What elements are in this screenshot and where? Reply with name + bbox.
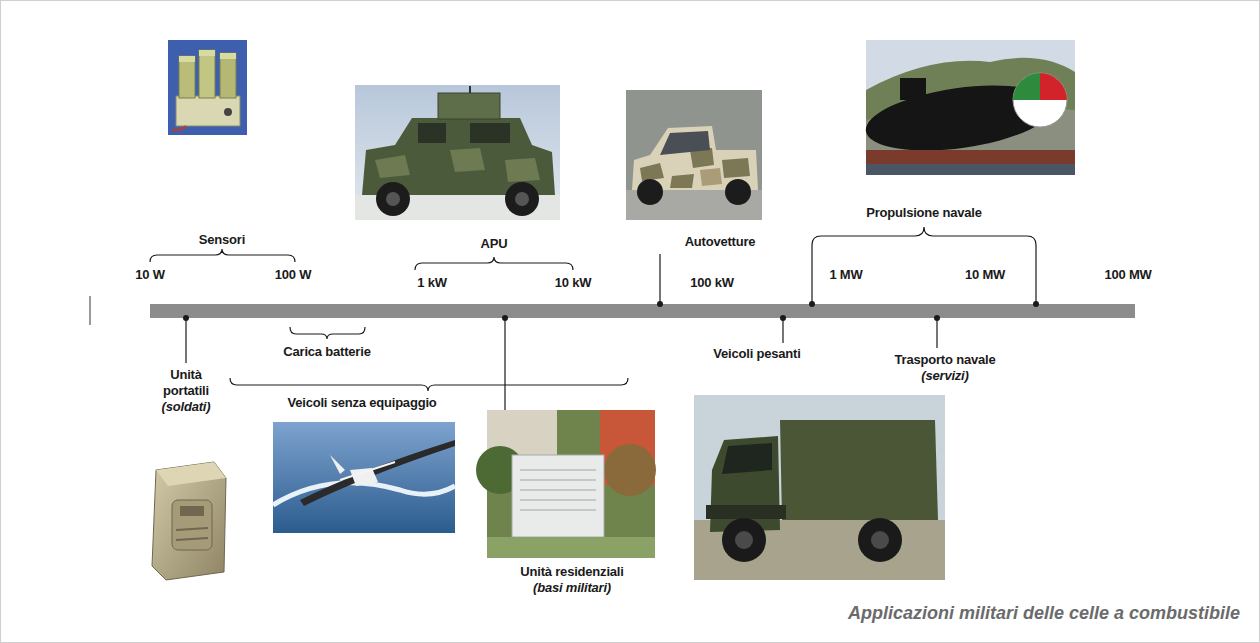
caption: Applicazioni militari delle celle a comb… xyxy=(848,603,1240,624)
application-label: Trasporto navale xyxy=(895,352,996,368)
application-note: (soldati) xyxy=(162,399,211,415)
stray-mark xyxy=(89,296,91,325)
scale-label: 1 kW xyxy=(417,275,447,291)
portable-unit-photo xyxy=(152,462,226,580)
sensor-photo xyxy=(168,40,247,135)
application-label: Unità residenziali xyxy=(520,564,623,580)
brackets xyxy=(150,227,1036,410)
application-note: (basi militari) xyxy=(533,580,611,596)
truck-photo xyxy=(694,395,945,580)
application-note: (servizi) xyxy=(921,368,968,384)
uav-photo xyxy=(273,422,455,533)
pickup-photo xyxy=(626,90,762,220)
application-label: Autovetture xyxy=(685,234,756,250)
bracket-label: Sensori xyxy=(199,232,245,248)
dots xyxy=(183,301,1039,321)
bracket-label: Carica batterie xyxy=(283,344,370,360)
bracket-label: Propulsione navale xyxy=(866,205,982,221)
submarine-photo xyxy=(862,40,1075,175)
scale-label: 100 W xyxy=(275,267,312,283)
scale-label: 10 MW xyxy=(965,267,1005,283)
bracket-label: APU xyxy=(481,236,508,252)
scale-label: 10 W xyxy=(135,267,165,283)
scale-bar xyxy=(150,304,1135,318)
scale-label: 100 kW xyxy=(690,275,734,291)
bracket-label: Veicoli senza equipaggio xyxy=(287,395,436,411)
humvee-photo xyxy=(355,85,560,220)
application-label: Unità portatili xyxy=(151,367,221,399)
scale-label: 100 MW xyxy=(1104,267,1151,283)
scale-label: 10 kW xyxy=(555,275,592,291)
residential-unit-photo xyxy=(476,410,656,558)
application-label: Veicoli pesanti xyxy=(713,346,800,362)
scale-label: 1 MW xyxy=(829,267,862,283)
